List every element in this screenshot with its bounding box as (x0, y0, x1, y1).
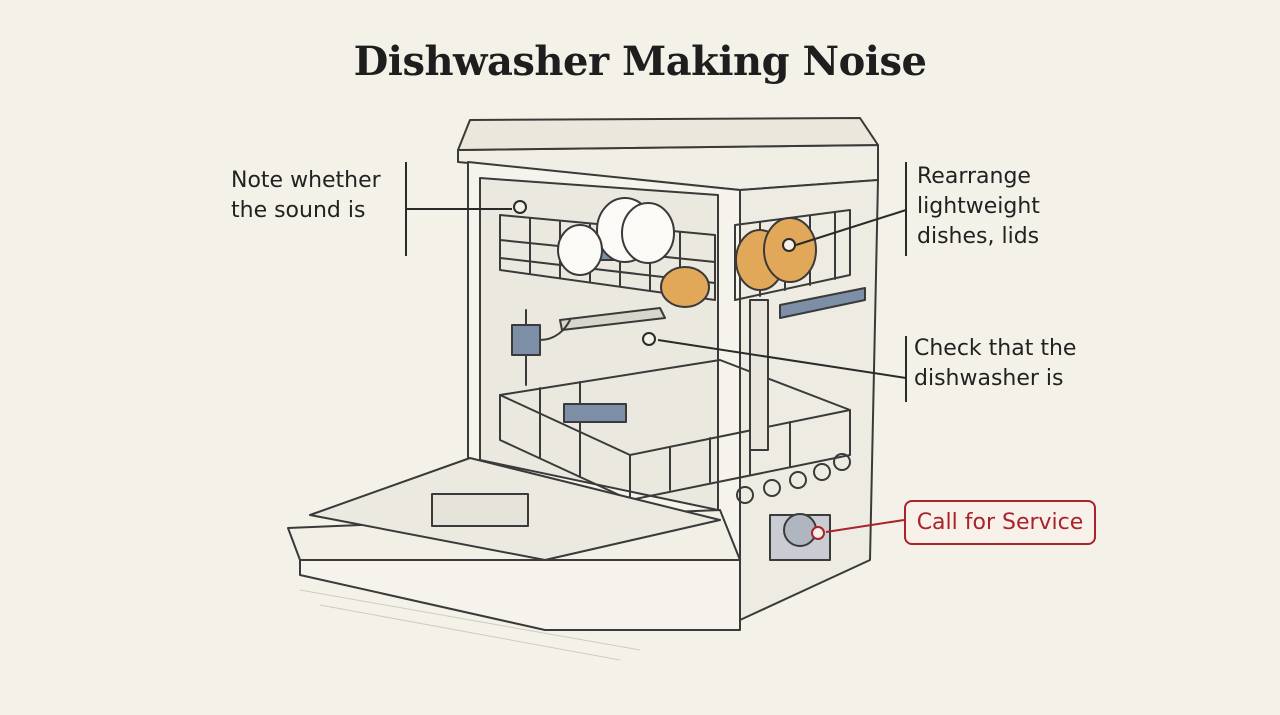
leader-lines (405, 162, 907, 402)
drain-pump (769, 513, 831, 561)
open-door (287, 457, 741, 631)
spray-tower (749, 299, 769, 451)
callout-rearrange-dishes: Rearrange lightweight dishes, lids (917, 164, 1040, 249)
page-title: Dishwasher Making Noise (353, 38, 927, 85)
lower-rack (499, 359, 851, 504)
service-leader (811, 519, 905, 540)
callout-note-sound: Note whether the sound is (231, 168, 381, 223)
bowl-orange-1 (660, 266, 710, 308)
callout-check-level: Check that the dishwasher is (914, 336, 1077, 391)
rack-handle-lower (563, 403, 627, 423)
call-for-service-button[interactable]: Call for Service (904, 500, 1096, 545)
spray-arm (559, 307, 666, 331)
inlet-valve (511, 309, 571, 386)
upper-rack (499, 197, 716, 308)
detergent-dispenser (431, 493, 529, 527)
